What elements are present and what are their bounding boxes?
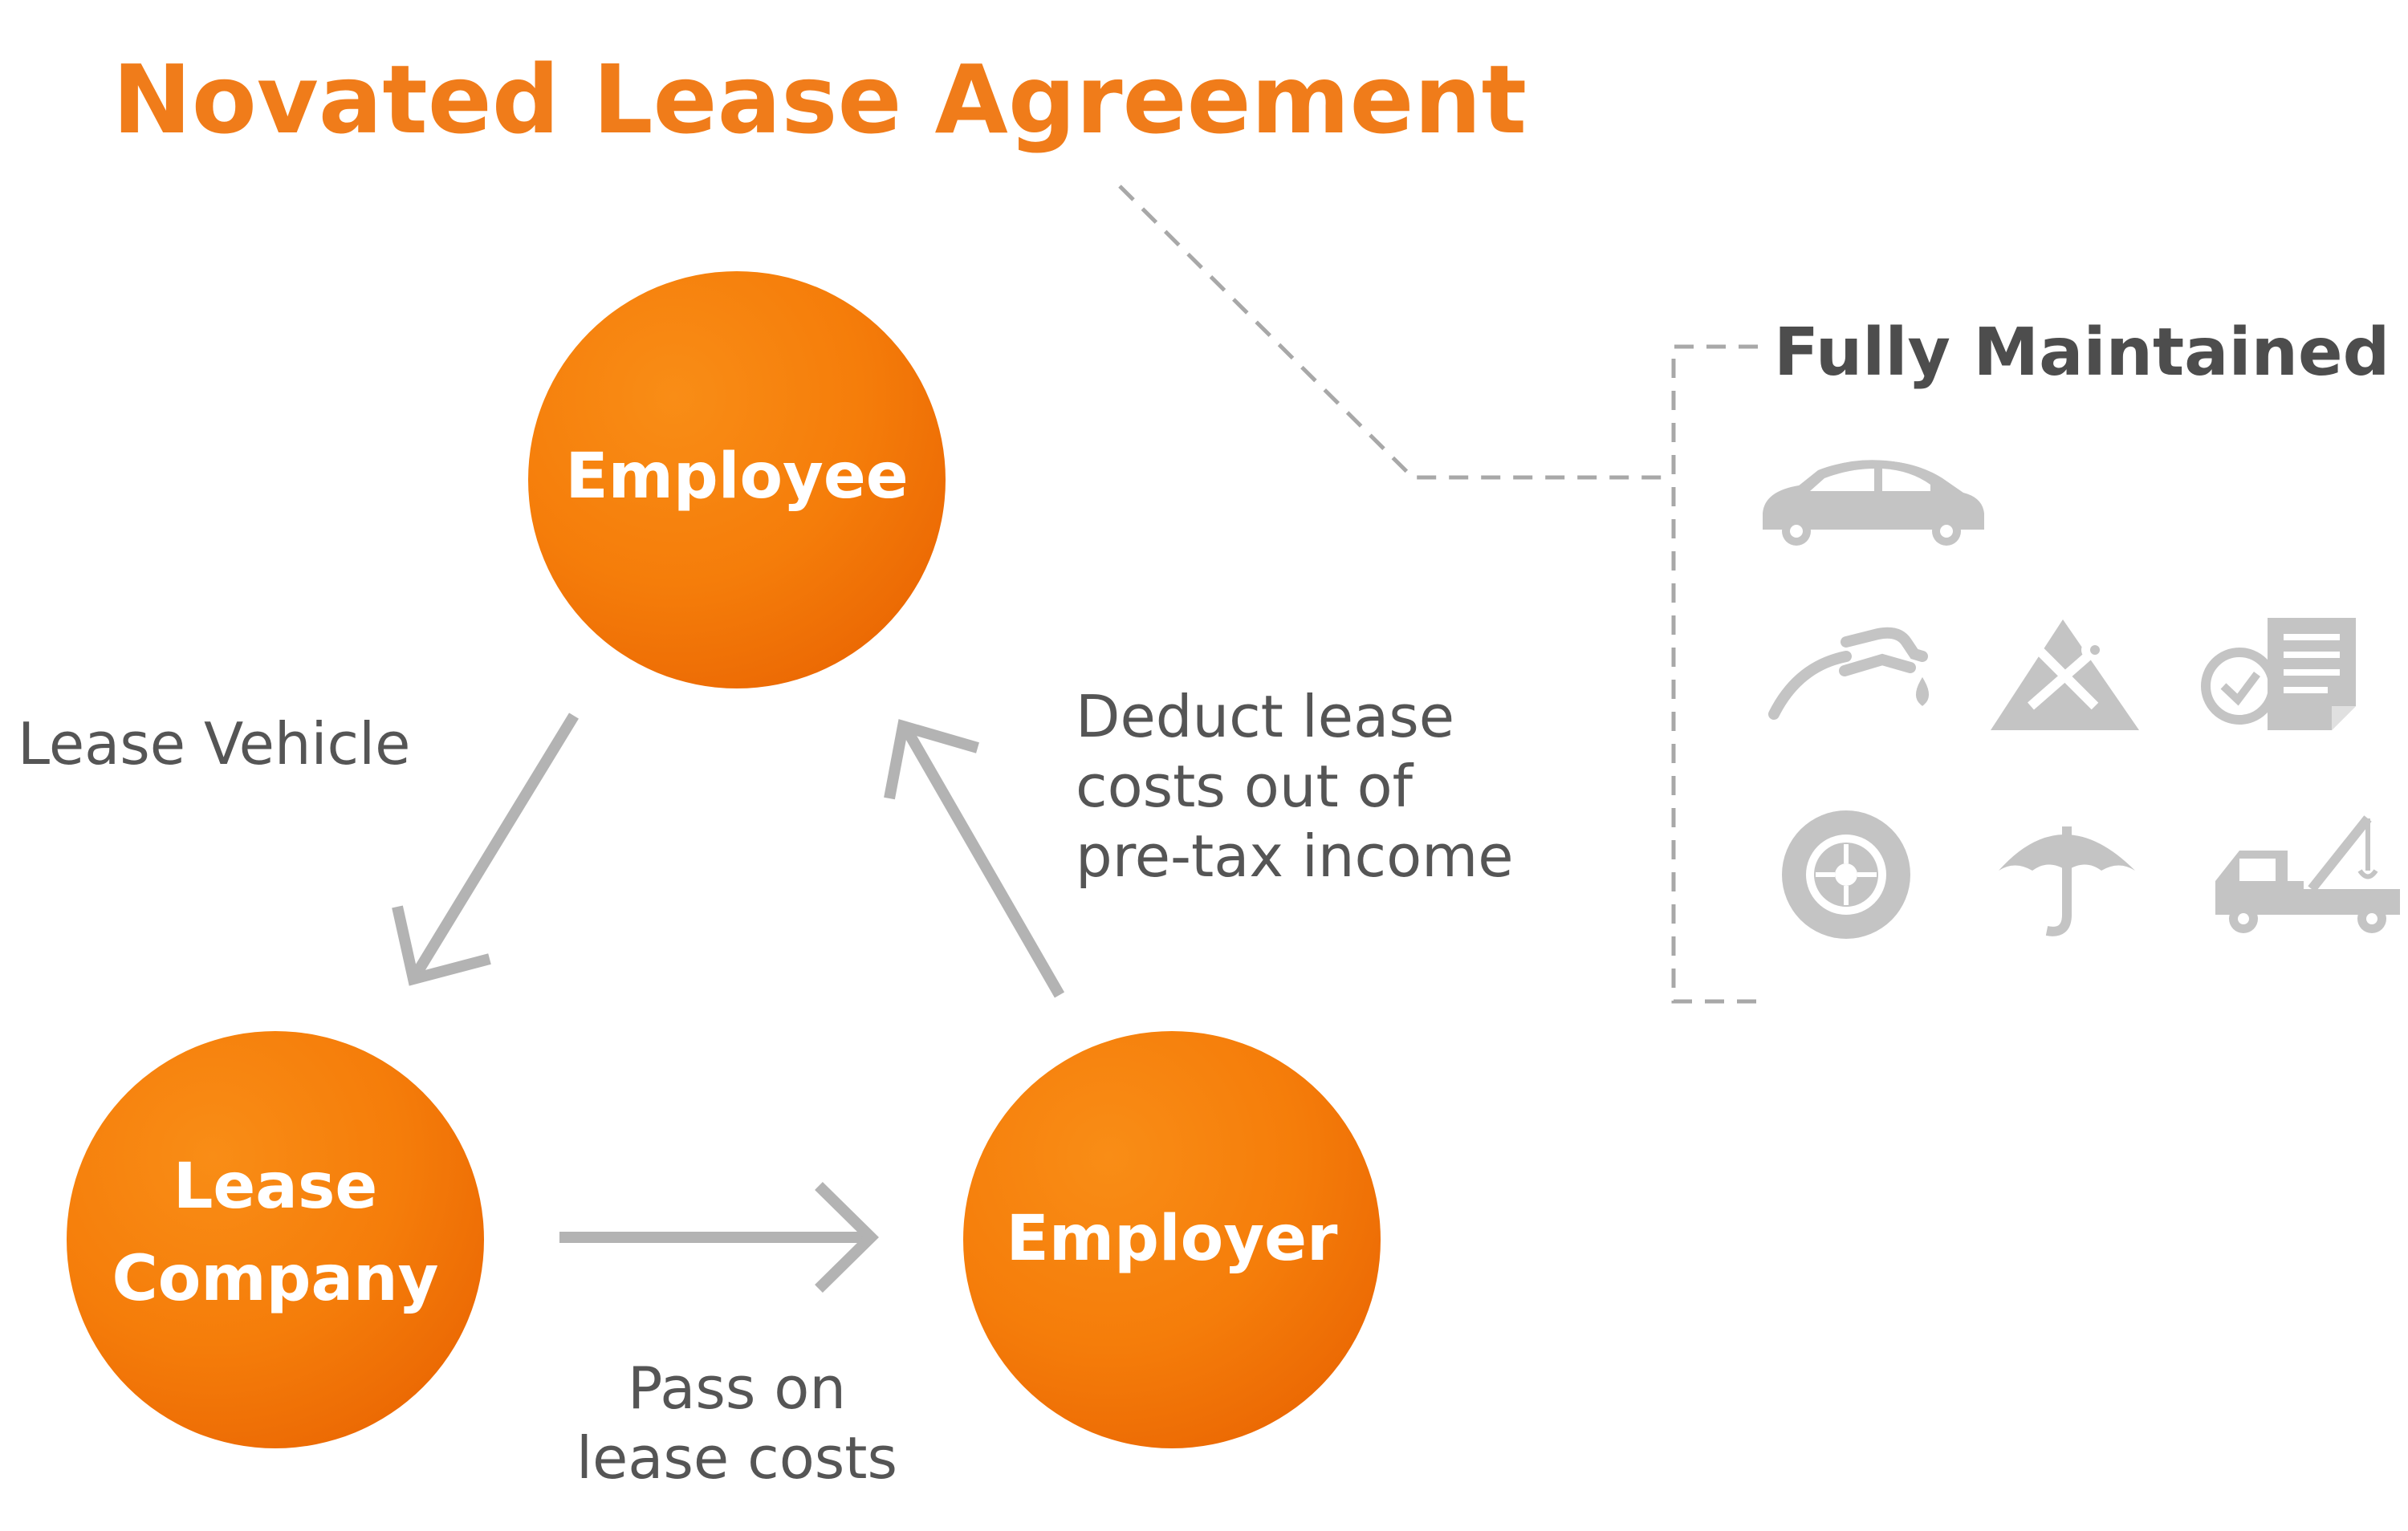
dashed-connector	[1118, 185, 1758, 1004]
employer-node: Employer	[963, 1031, 1381, 1448]
lease-company-label-line1: Lease	[173, 1151, 378, 1223]
page-title: Novated Lease Agreement	[112, 44, 1527, 155]
pass-on-label-line2: lease costs	[576, 1424, 897, 1492]
pass-on-label-line1: Pass on	[628, 1354, 846, 1422]
road-repair-icon	[1991, 619, 2139, 730]
lease-company-node: Lease Company	[67, 1031, 484, 1448]
tow-truck-icon	[2215, 815, 2400, 933]
car-icon	[1763, 460, 1984, 546]
arrow-lease-company-to-employer	[559, 1182, 879, 1293]
deduct-label: Deduct lease costs out of pre-tax income	[1076, 683, 1514, 890]
fuel-nozzle-icon	[1768, 627, 1929, 720]
registration-document-icon	[2201, 618, 2356, 730]
deduct-label-line3: pre-tax income	[1076, 822, 1514, 890]
lease-vehicle-label: Lease Vehicle	[18, 710, 410, 778]
pass-on-label: Pass on lease costs	[576, 1354, 897, 1492]
lease-company-label-line2: Company	[112, 1243, 439, 1315]
arrow-employer-to-employee	[884, 719, 1065, 998]
arrow-employee-to-lease-company	[392, 713, 579, 986]
insurance-umbrella-icon	[1999, 826, 2135, 936]
deduct-label-line2: costs out of	[1076, 753, 1414, 820]
deduct-label-line1: Deduct lease	[1076, 683, 1454, 750]
tyre-icon	[1782, 810, 1910, 939]
employee-label: Employee	[565, 441, 908, 513]
employee-node: Employee	[528, 271, 946, 688]
fully-maintained-title: Fully Maintained	[1774, 315, 2390, 391]
employer-label: Employer	[1007, 1203, 1338, 1275]
